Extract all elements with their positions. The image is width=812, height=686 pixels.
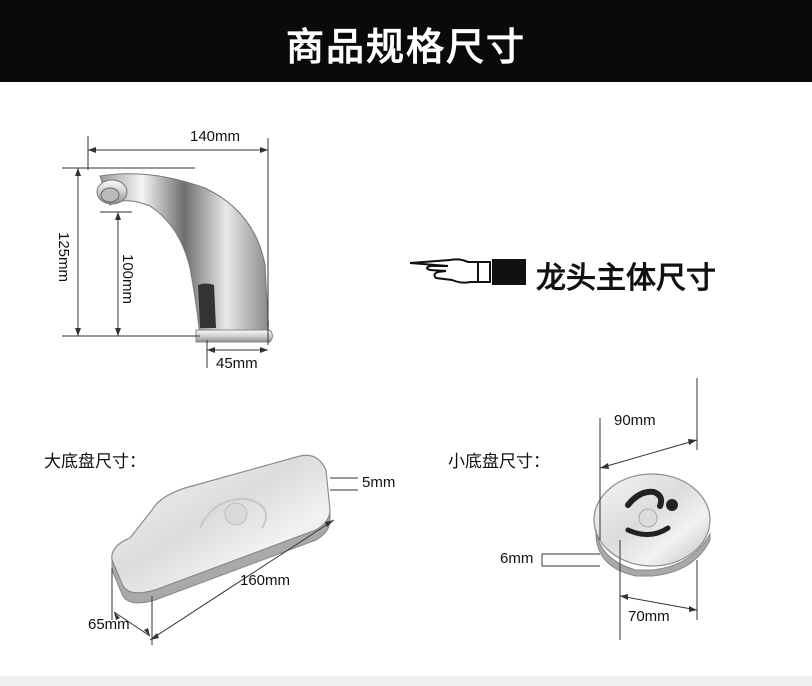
small-base-dimension-lines: [541, 378, 698, 640]
page-title: 商品规格尺寸: [285, 25, 526, 69]
pointing-hand-icon: [409, 258, 526, 285]
faucet-length-label: 140mm: [190, 128, 241, 145]
large-base-plate: [111, 454, 331, 604]
small-base-arrowheads: [600, 439, 697, 612]
large-base-thickness-label: 5mm: [362, 474, 396, 491]
faucet-base-label: 45mm: [216, 355, 258, 372]
small-base-thickness-label: 6mm: [500, 550, 534, 567]
small-base-plate: [593, 473, 711, 577]
bottom-divider: [0, 676, 812, 686]
small-base-width-label: 90mm: [614, 412, 656, 429]
banner: 商品规格尺寸: [0, 0, 812, 82]
small-base-depth-label: 70mm: [628, 608, 670, 625]
faucet-dimension-lines: [62, 136, 269, 368]
large-base-heading: 大底盘尺寸：: [44, 452, 146, 472]
small-base-heading: 小底盘尺寸：: [448, 452, 550, 472]
faucet-heading: 龙头主体尺寸: [536, 261, 716, 296]
large-base-dimension-lines: [111, 477, 358, 645]
large-base-length-label: 160mm: [240, 572, 291, 589]
faucet-arrowheads: [75, 147, 268, 353]
faucet-height-label: 125mm: [55, 232, 72, 283]
faucet-spout-height-label: 100mm: [119, 254, 136, 305]
large-base-width-label: 65mm: [88, 616, 130, 633]
faucet-illustration: [96, 173, 273, 343]
large-base-arrowheads: [114, 520, 334, 640]
